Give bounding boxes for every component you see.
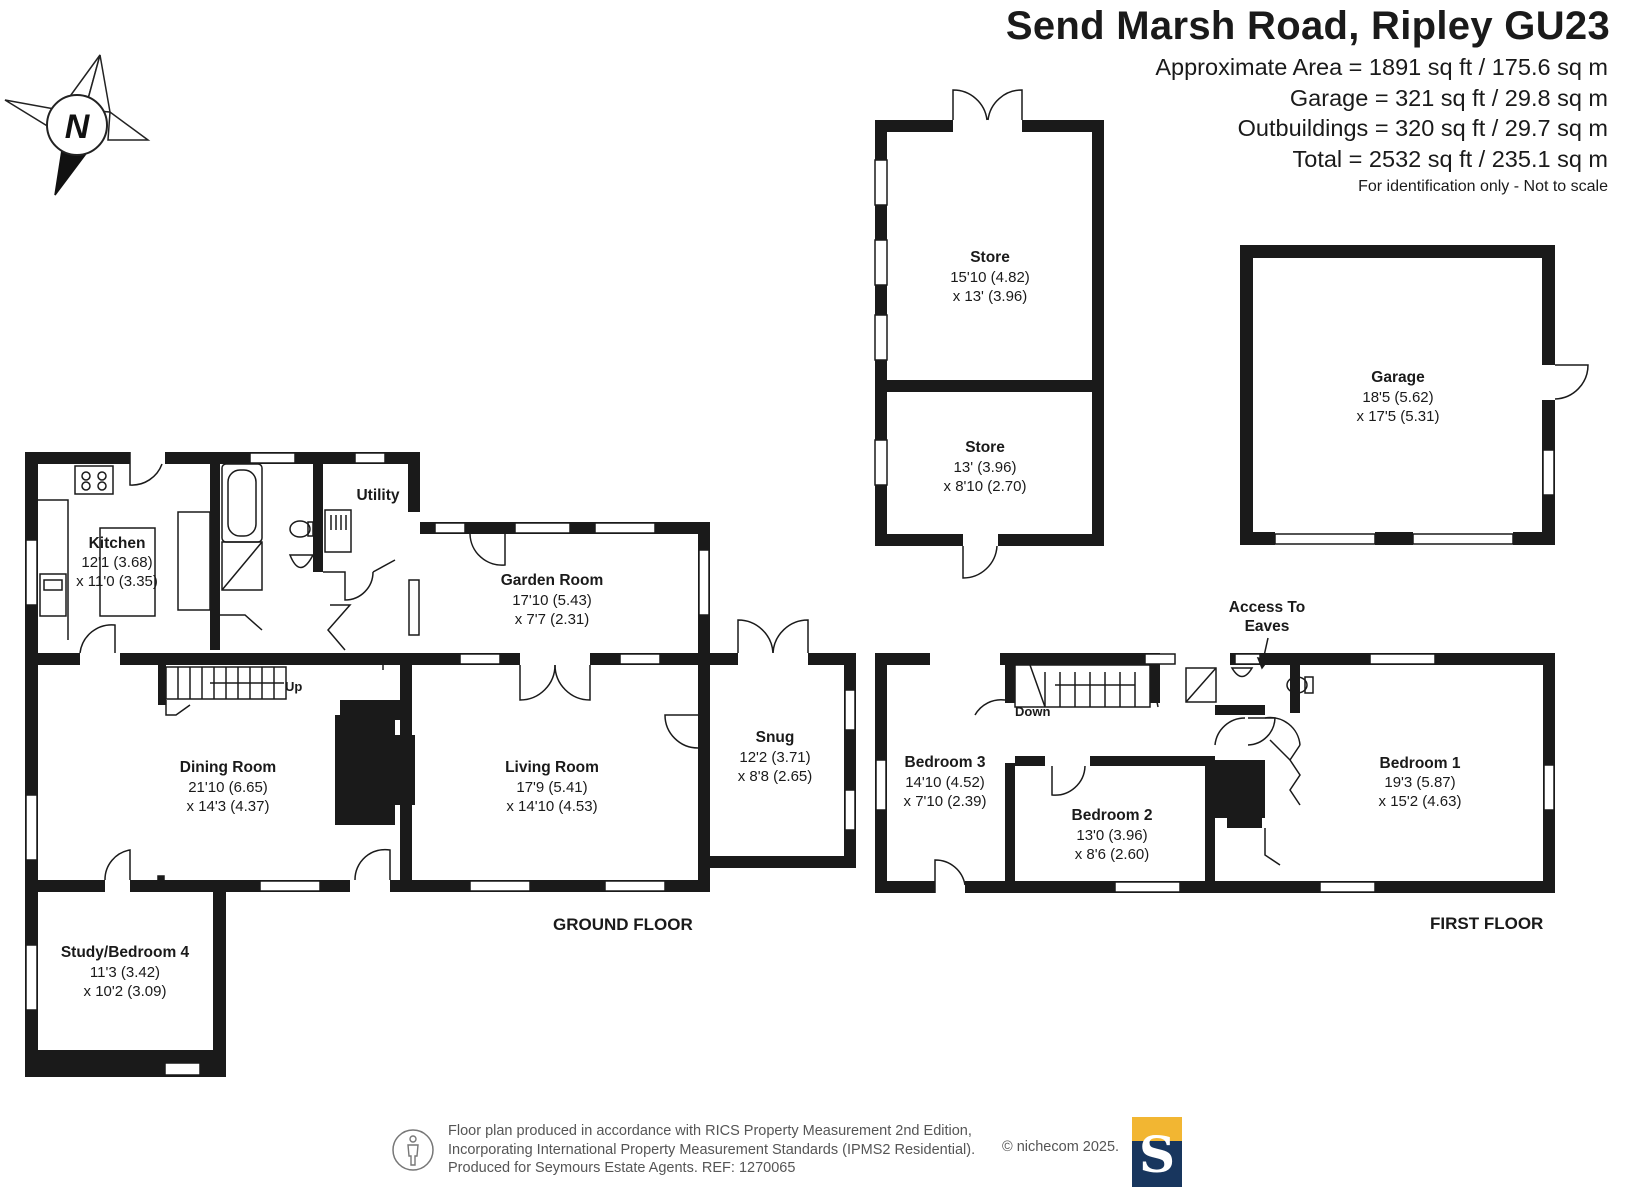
garden-room-dims-2: x 7'7 (2.31) <box>515 611 590 628</box>
first-floor-walls <box>875 653 1555 893</box>
dining-room-label: Dining Room <box>180 759 276 776</box>
logo-letter: S <box>1138 1125 1176 1184</box>
stairs-down-label: Down <box>1015 704 1050 719</box>
eaves-label-2: Eaves <box>1245 618 1290 635</box>
garden-room-dims-1: 17'10 (5.43) <box>512 592 592 609</box>
dining-room-dims-1: 21'10 (6.65) <box>188 779 268 796</box>
footer-line-3: Produced for Seymours Estate Agents. REF… <box>448 1160 796 1176</box>
area-outbuildings: Outbuildings = 320 sq ft / 29.7 sq m <box>1237 115 1608 141</box>
ipms-person-icon <box>392 1129 434 1171</box>
first-floor-label: FIRST FLOOR <box>1430 914 1543 933</box>
bedroom-2-dims-2: x 8'6 (2.60) <box>1075 846 1150 863</box>
bedroom-3-dims-1: 14'10 (4.52) <box>905 774 985 791</box>
compass-icon: N <box>4 54 151 196</box>
store-1-label: Store <box>970 249 1010 266</box>
area-total: Total = 2532 sq ft / 235.1 sq m <box>1292 145 1608 172</box>
ground-floor-walls <box>25 452 856 1077</box>
store-2-dims-2: x 8'10 (2.70) <box>944 478 1027 495</box>
bedroom-2-dims-1: 13'0 (3.96) <box>1076 827 1147 844</box>
bedroom-1-dims-1: 19'3 (5.87) <box>1384 774 1455 791</box>
living-room-dims-2: x 14'10 (4.53) <box>506 798 597 815</box>
garage-outbuilding <box>1240 245 1555 545</box>
study-label: Study/Bedroom 4 <box>61 944 190 961</box>
snug-label: Snug <box>756 729 795 746</box>
store-1-dims-1: 15'10 (4.82) <box>950 269 1030 286</box>
area-summary: Approximate Area = 1891 sq ft / 175.6 sq… <box>1155 52 1608 200</box>
store-2-dims-1: 13' (3.96) <box>954 459 1017 476</box>
property-title: Send Marsh Road, Ripley GU23 <box>1005 4 1610 48</box>
bedroom-2-label: Bedroom 2 <box>1072 807 1153 824</box>
kitchen-dims-2: x 11'0 (3.35) <box>76 573 158 590</box>
garage-dims-1: 18'5 (5.62) <box>1362 389 1433 406</box>
compass-label: N <box>65 108 91 146</box>
room-labels: Kitchen 12'1 (3.68) x 11'0 (3.35) Utilit… <box>61 249 1543 1000</box>
dining-room-dims-2: x 14'3 (4.37) <box>187 798 270 815</box>
area-approx: Approximate Area = 1891 sq ft / 175.6 sq… <box>1155 54 1608 80</box>
footer-line-2: Incorporating International Property Mea… <box>448 1141 976 1158</box>
study-dims-1: 11'3 (3.42) <box>90 964 160 981</box>
footer-line-1: Floor plan produced in accordance with R… <box>448 1123 972 1139</box>
study-dims-2: x 10'2 (3.09) <box>84 983 167 1000</box>
kitchen-label: Kitchen <box>89 535 146 552</box>
utility-label: Utility <box>356 487 399 504</box>
ground-floor-fixtures <box>25 452 856 1076</box>
ground-floor-label: GROUND FLOOR <box>553 915 693 934</box>
bedroom-3-label: Bedroom 3 <box>905 754 986 771</box>
footer-credit: © nichecom 2025. <box>1002 1139 1120 1155</box>
first-floor-fixtures <box>875 637 1555 893</box>
living-room-dims-1: 17'9 (5.41) <box>516 779 587 796</box>
bedroom-1-label: Bedroom 1 <box>1380 755 1461 772</box>
stairs-up-label: Up <box>285 679 302 694</box>
kitchen-dims-1: 12'1 (3.68) <box>81 554 152 571</box>
area-garage: Garage = 321 sq ft / 29.8 sq m <box>1289 84 1608 111</box>
garage-label: Garage <box>1371 369 1425 386</box>
logo-gold-band <box>1132 1117 1182 1141</box>
agent-logo: S <box>1132 1117 1182 1187</box>
scale-note: For identification only - Not to scale <box>1358 178 1608 195</box>
garden-room-label: Garden Room <box>501 572 603 589</box>
snug-dims-1: 12'2 (3.71) <box>739 749 810 766</box>
bedroom-3-dims-2: x 7'10 (2.39) <box>904 793 987 810</box>
living-room-label: Living Room <box>505 759 599 776</box>
eaves-label-1: Access To <box>1229 599 1305 616</box>
bedroom-1-dims-2: x 15'2 (4.63) <box>1379 793 1462 810</box>
store-2-label: Store <box>965 439 1005 456</box>
garage-dims-2: x 17'5 (5.31) <box>1357 408 1440 425</box>
snug-dims-2: x 8'8 (2.65) <box>738 768 813 785</box>
footer-disclaimer: Floor plan produced in accordance with R… <box>448 1122 975 1178</box>
store-1-dims-2: x 13' (3.96) <box>953 288 1028 305</box>
